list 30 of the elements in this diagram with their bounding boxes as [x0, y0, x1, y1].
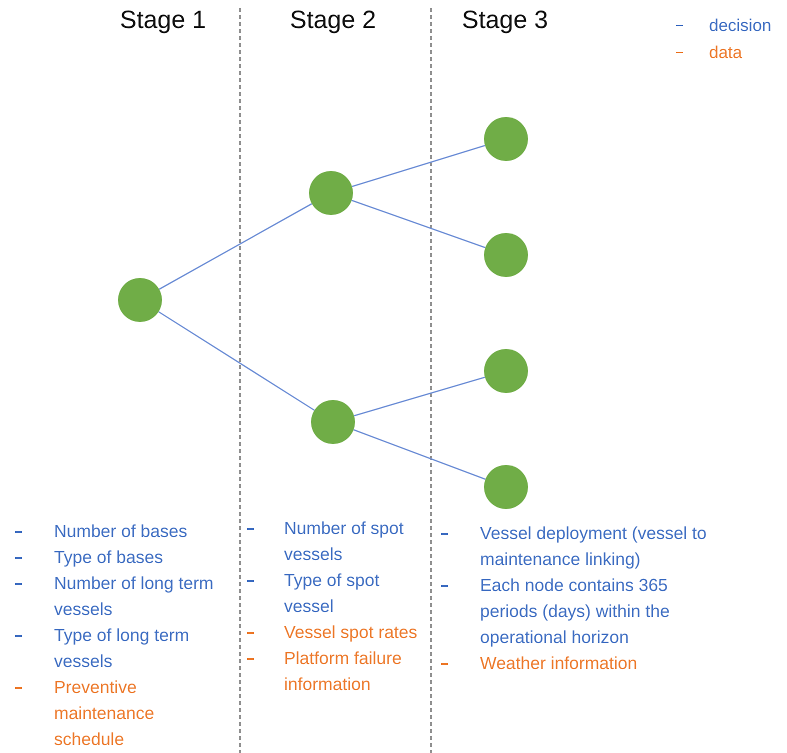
tree-node-circle [311, 400, 355, 444]
legend-label: data [709, 42, 742, 62]
tree-branch [354, 376, 486, 416]
tree-branch [352, 200, 486, 248]
list-item: Number of bases [54, 520, 188, 543]
list-item: Type of long term vessels [54, 624, 190, 673]
list-item: Platform failure information [284, 647, 403, 696]
tree-branch [352, 144, 486, 188]
stage-title: Stage 2 [290, 6, 376, 35]
legend-label: decision [709, 16, 772, 36]
tree-node-circle [484, 349, 528, 393]
list-item: Type of spot vessel [284, 569, 380, 618]
list-item: Number of spot vessels [284, 517, 405, 566]
tree-node-circle [484, 233, 528, 277]
tree-branch [158, 311, 315, 411]
tree-branch [158, 203, 312, 290]
tree-node-circle [118, 278, 162, 322]
list-item: Number of long term vessels [54, 572, 215, 621]
list-item: Weather information [480, 652, 638, 675]
tree-node-circle [309, 171, 353, 215]
tree-node-circle [484, 465, 528, 509]
list-item: Vessel deployment (vessel to maintenance linking) [480, 522, 708, 571]
list-item: Vessel spot rates [284, 621, 418, 644]
stage-title: Stage 3 [462, 6, 548, 35]
tree-branch [353, 429, 486, 480]
tree-node-circle [484, 117, 528, 161]
list-item: Each node contains 365 periods (days) within the operational horizon [480, 574, 671, 649]
list-item: Preventive maintenance schedule [54, 676, 156, 751]
stage-title: Stage 1 [120, 6, 206, 35]
list-item: Type of bases [54, 546, 163, 569]
